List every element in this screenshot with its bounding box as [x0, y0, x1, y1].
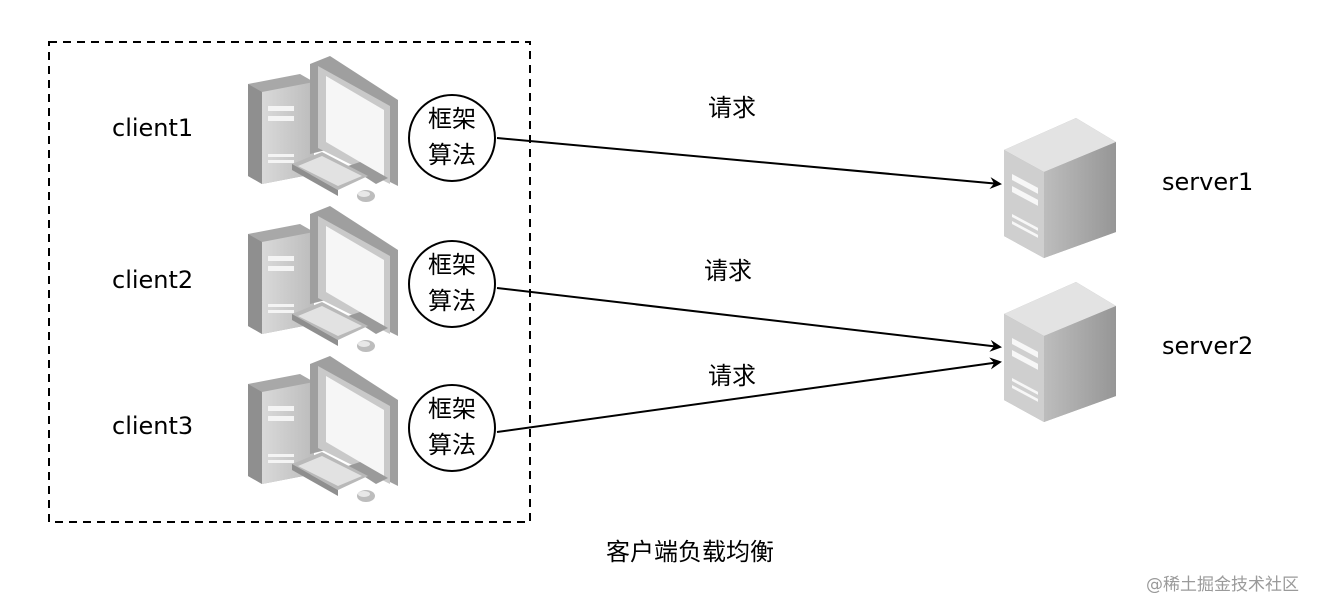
client2-label: client2 — [112, 266, 194, 294]
request-label-3: 请求 — [708, 362, 756, 390]
server2-label: server2 — [1162, 332, 1254, 360]
client3-algo-text: 框架 算法 — [410, 391, 494, 463]
client3-algo-circle — [408, 384, 496, 472]
request-arrow-1 — [496, 137, 1002, 190]
client1-algo-circle — [408, 94, 496, 182]
server2-icon — [1004, 282, 1116, 422]
client2-algo-text: 框架 算法 — [410, 247, 494, 319]
request-arrow-3 — [496, 357, 1002, 433]
algo-line-1: 框架 — [428, 251, 476, 279]
client2-computer-icon — [248, 206, 398, 352]
client2-algo-circle — [408, 240, 496, 328]
client3-computer-icon — [248, 356, 398, 502]
diagram-caption: 客户端负载均衡 — [606, 538, 774, 566]
server1-icon — [1004, 118, 1116, 258]
algo-line-2: 算法 — [428, 287, 476, 315]
algo-line-1: 框架 — [428, 105, 476, 133]
request-label-2: 请求 — [704, 257, 752, 285]
client-group-border — [48, 41, 531, 523]
client1-algo-text: 框架 算法 — [410, 101, 494, 173]
client3-label: client3 — [112, 412, 194, 440]
server1-label: server1 — [1162, 168, 1254, 196]
algo-line-1: 框架 — [428, 395, 476, 423]
algo-line-2: 算法 — [428, 141, 476, 169]
client1-computer-icon — [248, 56, 398, 202]
request-arrow-2 — [496, 287, 1002, 352]
client1-label: client1 — [112, 114, 194, 142]
algo-line-2: 算法 — [428, 431, 476, 459]
watermark: @稀土掘金技术社区 — [1146, 575, 1299, 595]
request-label-1: 请求 — [708, 94, 756, 122]
